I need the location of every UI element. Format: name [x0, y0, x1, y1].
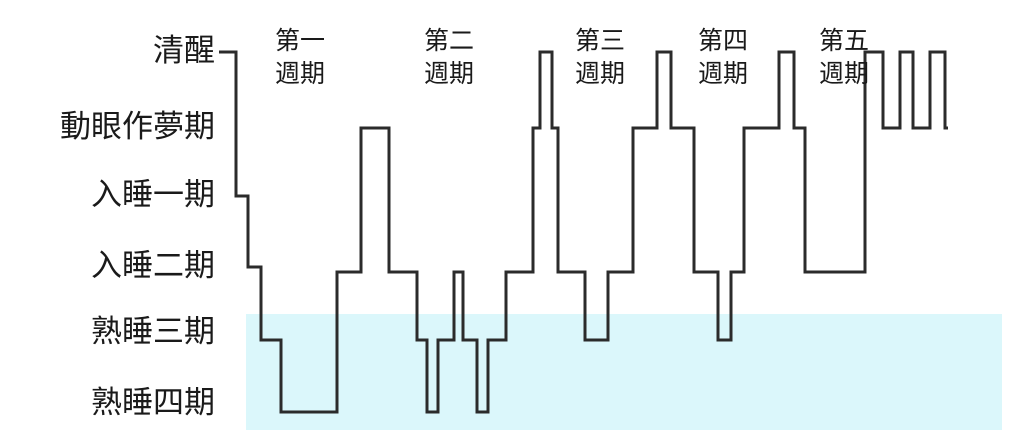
y-axis-stage-labels: 清醒 動眼作夢期 入睡一期 入睡二期 熟睡三期 熟睡四期	[0, 0, 215, 430]
cycle-label-4-line2: 週期	[697, 59, 748, 88]
cycle-label-3-line2: 週期	[574, 59, 625, 88]
sleep-stage-step-line	[219, 50, 948, 414]
cycle-label-1: 第一 週期	[258, 24, 342, 90]
cycle-label-5-line1: 第五	[818, 26, 869, 55]
cycle-label-3: 第三 週期	[558, 24, 642, 90]
cycle-label-5: 第五 週期	[802, 24, 886, 90]
cycle-label-2-line1: 第二	[423, 26, 474, 55]
cycle-label-3-line1: 第三	[574, 26, 625, 55]
y-label-stage1: 入睡一期	[91, 177, 215, 213]
cycle-label-1-line1: 第一	[274, 26, 325, 55]
cycle-label-4: 第四 週期	[681, 24, 765, 90]
y-label-stage2: 入睡二期	[91, 248, 215, 284]
cycle-label-2-line2: 週期	[423, 59, 474, 88]
y-label-stage3: 熟睡三期	[91, 314, 215, 350]
cycle-label-2: 第二 週期	[407, 24, 491, 90]
y-label-awake: 清醒	[153, 33, 215, 69]
y-label-stage4: 熟睡四期	[91, 385, 215, 421]
cycle-label-4-line1: 第四	[697, 26, 748, 55]
cycle-label-5-line2: 週期	[818, 59, 869, 88]
deep-sleep-shaded-band	[246, 314, 1002, 430]
y-label-rem: 動眼作夢期	[60, 109, 215, 145]
cycle-label-1-line2: 週期	[274, 59, 325, 88]
